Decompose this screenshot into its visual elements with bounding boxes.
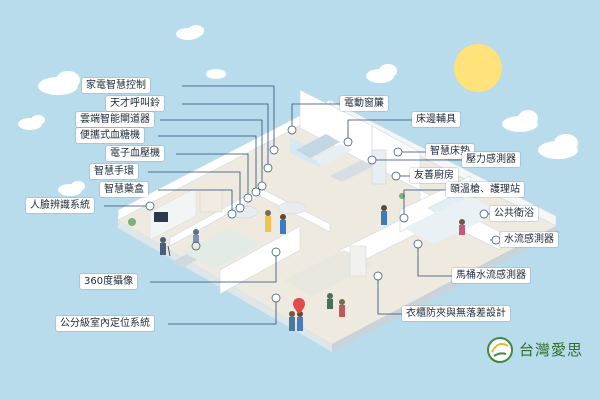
label-bedside-aid: 床邊輔具: [412, 112, 460, 127]
wardrobe: [349, 245, 367, 277]
label-cloud-smart-door-lock: 雲端智能閘道器: [76, 112, 154, 127]
label-pressure-sensor: 壓力感測器: [462, 152, 520, 167]
marker-20: [373, 271, 383, 281]
label-smart-pillbox: 智慧藥盒: [100, 182, 148, 197]
logo-text: 台灣愛思: [519, 341, 584, 359]
marker-15: [391, 171, 401, 181]
sun: [454, 44, 502, 92]
label-electronic-bp-monitor: 電子血壓機: [106, 146, 164, 161]
label-camera-360: 360度攝像: [80, 274, 138, 289]
person-cane: [160, 237, 171, 257]
marker-12: [343, 137, 353, 147]
bed-frame: [296, 134, 340, 158]
marker-14: [367, 155, 377, 165]
rug: [182, 228, 262, 268]
label-flow-sensor: 水流感測器: [500, 232, 558, 247]
person-hall: [289, 311, 295, 331]
label-toilet-flow-sensor: 馬桶水流感測器: [452, 268, 530, 283]
tv: [154, 212, 168, 222]
bookshelf: [199, 189, 223, 213]
marker-03: [257, 181, 267, 191]
marker-08: [145, 201, 155, 211]
location-pin-icon: [293, 298, 305, 314]
fridge: [371, 149, 387, 185]
label-portable-glucose-meter: 便攜式血糖機: [76, 128, 144, 143]
label-genius-call-bell: 天才呼叫鈴: [106, 96, 164, 111]
label-amenity-nurse-station: 頤溫槍、護理站: [446, 182, 524, 197]
person-caregiver-2: [280, 214, 286, 234]
person-bath: [459, 219, 465, 235]
bed-frame-2: [312, 144, 352, 166]
label-smart-bracelet: 智慧手環: [90, 164, 138, 179]
label-face-recognition-system: 人臉辨識系統: [26, 198, 94, 213]
marker-06: [235, 203, 245, 213]
label-wardrobe-accessible-design: 衣櫃防夾與無落差設計: [402, 306, 510, 321]
marker-16: [399, 213, 409, 223]
marker-02: [263, 163, 273, 173]
label-friendly-kitchen: 友善廚房: [410, 168, 458, 183]
person-wheelchair: [191, 229, 201, 251]
label-electric-curtain: 電動窗簾: [340, 96, 388, 111]
person-kitchen: [381, 205, 387, 225]
clouds: [18, 25, 578, 196]
dining-table-2: [277, 201, 307, 215]
people: [160, 205, 465, 331]
person-caregiver-1: [265, 210, 271, 232]
kitchen-counter: [330, 160, 374, 182]
label-room-positioning-system: 公分級室內定位系統: [56, 316, 154, 331]
building-floor: [118, 110, 556, 344]
logo-emblem: [487, 337, 513, 363]
marker-05: [243, 193, 253, 203]
marker-04: [251, 187, 261, 197]
marker-11: [287, 125, 297, 135]
label-smart-home-control: 家電智慧控制: [82, 78, 150, 93]
person-room-2: [339, 299, 345, 317]
front-wall-right: [332, 226, 556, 352]
person-hall-2: [297, 311, 303, 331]
plant-2: [399, 193, 405, 199]
marker-17: [479, 209, 489, 219]
marker-01: [269, 145, 279, 155]
marker-10: [271, 293, 281, 303]
marker-09: [271, 247, 281, 257]
marker-19: [413, 239, 423, 249]
person-bedroom: [327, 293, 333, 309]
marker-18: [491, 235, 501, 245]
bathroom-floor: [404, 196, 500, 244]
marker-07: [227, 209, 237, 219]
plant-1: [128, 218, 136, 226]
tv-wall: [149, 187, 197, 241]
label-public-bathroom: 公共衛浴: [490, 206, 538, 221]
marker-13: [393, 147, 403, 157]
